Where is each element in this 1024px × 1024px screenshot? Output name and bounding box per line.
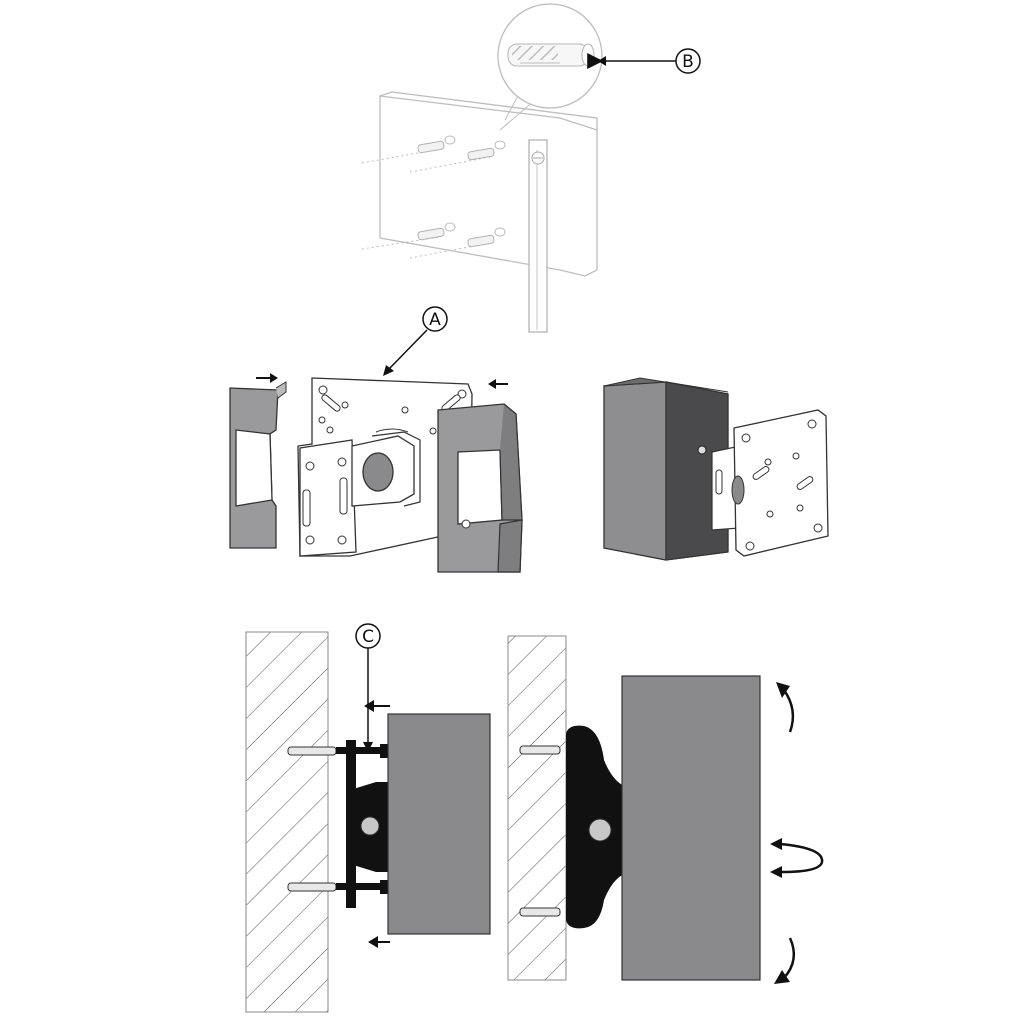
pivot-icon: [588, 818, 612, 842]
wall-section: [245, 631, 329, 1013]
step-1-drilling: [361, 3, 603, 333]
step-2-bracket-assembly: A: [229, 306, 523, 573]
wall-block: [379, 95, 598, 277]
attached-mounting-plate: [731, 409, 829, 557]
wall-plug-icon: [417, 140, 495, 248]
callout-a-label: A: [429, 310, 441, 330]
callout-b-label: B: [682, 52, 694, 72]
drill-hole: [444, 135, 456, 145]
bracket-arm-plate: [299, 439, 357, 557]
pivot-icon: [360, 816, 380, 836]
swivel-hinge: [351, 428, 421, 507]
callout-a: A: [383, 306, 448, 376]
device-mounted: [621, 675, 761, 981]
device-side: [603, 381, 667, 561]
right-cover-piece: [437, 403, 523, 573]
push-arrow-icon: [364, 700, 390, 948]
callout-c: C: [355, 623, 381, 752]
anchor-screw-icon: [519, 745, 561, 917]
drill-hole: [494, 140, 506, 150]
drill-hole: [444, 222, 456, 232]
wall-rail: [528, 139, 548, 333]
device-side-view: [387, 713, 491, 935]
left-cover-piece: [229, 381, 287, 549]
swivel-arrow-icon: [770, 838, 824, 878]
step-4-side-view: C: [245, 623, 824, 1013]
step-3-device-attached: [603, 377, 829, 561]
callout-c-label: C: [362, 627, 374, 647]
callout-b: B: [587, 48, 701, 74]
screw-icon: [336, 744, 388, 894]
rotate-arrow-icon: [774, 682, 796, 984]
wall-section-2: [507, 635, 567, 981]
wall-plug-detail-icon: [507, 43, 595, 67]
drill-hole: [494, 227, 506, 237]
